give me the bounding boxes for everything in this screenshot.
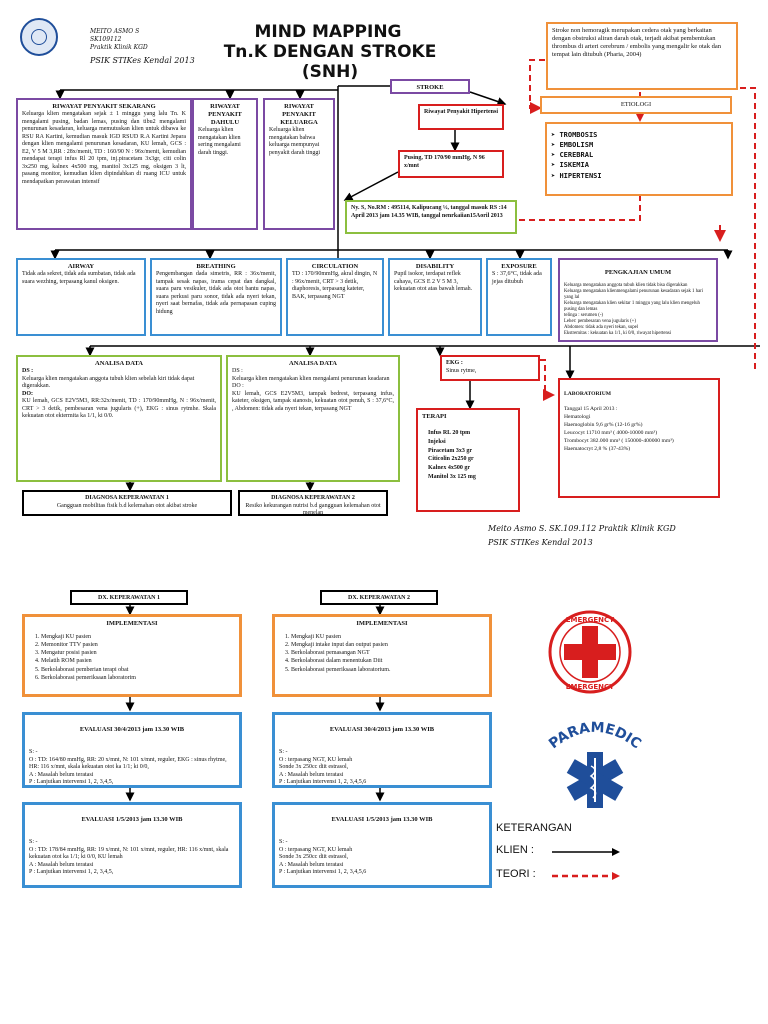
etiologi-title: ETIOLOGI <box>540 96 732 114</box>
dx-keperawatan-1: DX. KEPERAWATAN 1 <box>70 590 188 605</box>
terapi-item: Injeksi <box>428 438 446 445</box>
implementasi-item: Berkolaborasi pemberian terapi obat <box>41 666 235 674</box>
riwayat-dahulu: RIWAYAT PENYAKIT DAHULU Keluarga klien m… <box>192 98 258 230</box>
author-block: MEITO ASMO S SK109112 Praktik Klinik KGD <box>90 28 148 51</box>
pusing-node: Pusing, TD 170/90 mmHg, N 96 x/mnt <box>398 150 504 178</box>
exposure-box: EXPOSURE S : 37,6°C, tidak ada jejas dit… <box>486 258 552 336</box>
implementasi-item: Memonitor TTV pasien <box>41 641 235 649</box>
legend-klien-label: KLIEN : <box>496 844 534 856</box>
etiologi-item: ➤ TROMBOSIS <box>551 131 598 139</box>
disability-box: DISABILITY Pupil isokor, terdapat reflek… <box>388 258 482 336</box>
emblem-bottom-text: EMERGENCY <box>566 683 615 691</box>
evaluasi-1-day2: EVALUASI 1/5/2013 jam 13.30 WIB S: - O :… <box>22 802 242 888</box>
etiologi-item: ➤ ISKEMIA <box>551 161 589 170</box>
etiologi-item: ➤ CEREBRAL <box>551 151 594 160</box>
terapi-box: TERAPI Infus RL 20 tpm Injeksi Piracetam… <box>416 408 520 512</box>
implementasi-item: Berkolaborasi pemeriksaan laboratorium. <box>291 666 485 674</box>
implementasi-item: Melatih ROM pasien <box>41 657 235 665</box>
paramedic-emblem: PARAMEDIC <box>540 712 650 812</box>
legend-teori-label: TEORI : <box>496 868 536 880</box>
etiologi-list: ➤ TROMBOSIS ➤ EMBOLISM ➤ CEREBRAL ➤ ISKE… <box>545 122 733 196</box>
legend-teori-arrow <box>552 872 620 880</box>
riwayat-keluarga: RIWAYAT PENYAKIT KELUARGA Keluarga klien… <box>263 98 335 230</box>
implementasi-item: Mengkaji KU pasien <box>41 633 235 641</box>
dx-keperawatan-2: DX. KEPERAWATAN 2 <box>320 590 438 605</box>
emergency-emblem: EMERGENCY EMERGENCY <box>548 610 632 694</box>
breathing-box: BREATHING Pengembangan dada simetris, RR… <box>150 258 282 336</box>
institution-logo <box>20 18 58 56</box>
terapi-item: Manitol 3x 125 mg <box>428 473 476 480</box>
stroke-definition: Stroke non hemoragik merupakan cedera ot… <box>546 22 738 90</box>
analisa-data-2: ANALISA DATA DS : Keluarga klien mengata… <box>226 355 400 482</box>
evaluasi-1-day1: EVALUASI 30/4/2013 jam 13.30 WIB S: - O … <box>22 712 242 788</box>
paramedic-text: PARAMEDIC <box>546 720 644 752</box>
author-id: SK109112 <box>90 35 122 43</box>
psik-label: PSIK STIKes Kendal 2013 <box>90 56 195 65</box>
implementasi-item: Berkolaborasi pemeriksaan laboratorim <box>41 674 235 682</box>
implementasi-item: Mengkaji KU pasien <box>291 633 485 641</box>
etiologi-item: ➤ HIPERTENSI <box>551 171 602 180</box>
legend: KETERANGAN KLIEN : TEORI : <box>496 822 636 882</box>
terapi-item: Piracetam 3x3 gr <box>428 447 472 454</box>
page-subtitle: Tn.K DENGAN STROKE (SNH) <box>223 42 437 82</box>
author-name: MEITO ASMO S <box>90 28 140 35</box>
riwayat-hipertensi-node: Riwayat Penyakit Hipertensi <box>418 104 504 130</box>
legend-klien-arrow <box>552 848 620 856</box>
emblem-top-text: EMERGENCY <box>566 616 615 624</box>
airway-box: AIRWAY Tidak ada sekret, tidak ada sumba… <box>16 258 146 336</box>
author-course: Praktik Klinik KGD <box>90 43 148 51</box>
terapi-item: Infus RL 20 tpm <box>428 430 471 437</box>
implementasi-item: Mengatur posisi pasien <box>41 649 235 657</box>
page-title: MIND MAPPING <box>254 22 402 42</box>
diagnosa-1: DIAGNOSA KEPERAWATAN 1 Gangguan mobilita… <box>22 490 232 516</box>
terapi-item: Citicolin 2x250 gr <box>428 456 474 463</box>
pengkajian-umum-box: PENGKAJIAN UMUM Keluarga mengatakan angg… <box>558 258 718 342</box>
etiologi-item: ➤ EMBOLISM <box>551 141 594 150</box>
evaluasi-2-day1: EVALUASI 30/4/2013 jam 13.30 WIB S: - O … <box>272 712 492 788</box>
legend-title: KETERANGAN <box>496 822 572 834</box>
patient-info: Ny. S, No.RM : 495114, Kalipucang ½, tan… <box>345 200 517 234</box>
implementasi-2: IMPLEMENTASI Mengkaji KU pasien Mengkaji… <box>272 614 492 697</box>
implementasi-item: Berkolaborasi pemasangan NGT <box>291 649 485 657</box>
diagnosa-2: DIAGNOSA KEPERAWATAN 2 Resiko kekurangan… <box>238 490 388 516</box>
analisa-data-1: ANALISA DATA DS : Keluarga klien mengata… <box>16 355 222 482</box>
evaluasi-2-day2: EVALUASI 1/5/2013 jam 13.30 WIB S: - O :… <box>272 802 492 888</box>
riwayat-sekarang: RIWAYAT PENYAKIT SEKARANG Keluarga klien… <box>16 98 192 230</box>
ekg-box: EKG : Sinus rytme, <box>440 355 540 381</box>
terapi-item: Kalnex 4x500 gr <box>428 464 470 471</box>
implementasi-item: Mengkaji intake input dan output pasien <box>291 641 485 649</box>
laboratorium-box: LABORATORIUM Tanggal 15 April 2013 : Hem… <box>558 378 720 498</box>
signature-block: Meito Asmo S. SK.109.112 Praktik Klinik … <box>488 524 676 547</box>
implementasi-1: IMPLEMENTASI Mengkaji KU pasien Memonito… <box>22 614 242 697</box>
stroke-node: STROKE <box>390 79 470 94</box>
implementasi-item: Berkolaborasi dalam menentukan Diit <box>291 657 485 665</box>
circulation-box: CIRCULATION TD : 170/90mmHg, akral dingi… <box>286 258 384 336</box>
